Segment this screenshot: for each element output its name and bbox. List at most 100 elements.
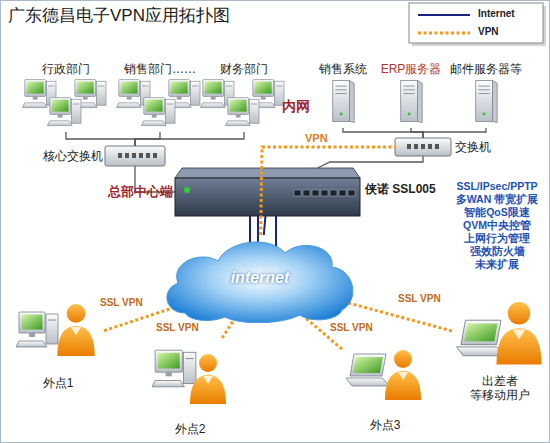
diagram-title: 广东德昌电子VPN应用拓扑图 [8,6,308,26]
node-label: 邮件服务器等 [446,62,526,76]
switch-device [153,153,157,158]
edge-label: SSL VPN [330,322,390,334]
server-icon [401,80,422,122]
switch-device [125,153,129,158]
node-label: 出差者 等移动用户 [452,374,548,403]
switch-device [132,153,136,158]
vpn-tunnel [222,321,233,338]
lan-link [135,132,244,146]
router-device [294,190,301,196]
edge-label: SSL VPN [156,322,216,334]
server: 邮件服务器等 [446,62,526,128]
router-device [330,190,337,196]
remote-site-icon [57,304,94,356]
switch-device [105,146,165,166]
remote-site-icon [385,350,421,400]
edge-label: SSL VPN [398,293,458,305]
feature-note: SSL/IPsec/PPTP [448,180,546,193]
internet-wire [275,216,277,250]
feature-note: 未来扩展 [448,258,546,271]
node-label: 核心交换机 [39,149,103,163]
legend-line-sample [418,14,470,16]
legend-label: Internet [478,8,542,20]
remote-site-icon [497,302,542,365]
router-device [348,190,355,196]
router-device [175,168,360,216]
internet-cloud: internet [160,235,360,323]
department-pc-group: 财务部门 [198,62,290,132]
branch-site: 外点3 [342,338,428,434]
edge-label: SSL VPN [100,297,160,309]
edge-label: VPN [305,132,365,145]
legend-label: VPN [478,26,542,38]
feature-note: 强效防火墙 [448,245,546,258]
router-device [175,178,360,216]
connectors [66,128,486,349]
lan-link [411,128,423,138]
node-label: 外点2 [148,422,232,436]
internet-link [264,216,266,235]
lan-link [318,156,424,168]
router-device [339,190,346,196]
remote-site-icon [190,354,226,404]
server-icon [333,80,354,122]
router-device [184,187,190,193]
feature-note: 上网行为管理 [448,232,546,245]
switch-device [146,153,150,158]
server-icon [476,80,497,122]
node-label: 销售部门…… [114,62,206,76]
remote-site-icon [346,354,390,386]
department-pc-group: 销售部门…… [114,62,206,132]
node-label: internet [160,268,360,287]
switch: 交换机 [395,138,451,156]
router-device [175,168,360,178]
switch-device [407,144,411,149]
switch-device [414,144,418,149]
node-label: 销售系统 [316,62,370,76]
pc-group-icon [47,98,81,126]
feature-note: 智能QoS限速 [448,206,546,219]
router-device [321,190,328,196]
server: ERP服务器 [378,62,444,128]
feature-note: QVM中央控管 [448,219,546,232]
router-device [303,190,310,196]
node-label: ERP服务器 [378,62,444,76]
router-device [312,190,319,196]
switch-device [395,138,451,156]
node-label: 外点3 [342,418,428,432]
department-pc-group: 行政部门 [20,62,112,132]
node-label: 侠诺 SSL005 [365,182,451,196]
feature-note: 多WAN 带宽扩展 [448,193,546,206]
core-switch: 核心交换机 [105,146,165,166]
vpn-router: 总部中心端侠诺 SSL005 [175,168,360,216]
lan-link [343,128,423,138]
branch-site: 外点1 [12,300,104,392]
node-label: 总部中心端 [101,184,173,200]
zone-label: 内网 [282,100,322,113]
switch-device [139,153,143,158]
legend-box [409,3,543,43]
node-label: 交换机 [455,140,505,154]
remote-site-icon [16,312,58,347]
switch-device [421,144,425,149]
pc-group-icon [225,98,259,126]
node-label: 外点1 [12,376,104,390]
switch-device [118,153,122,158]
remote-site-icon [152,350,196,387]
server-icon [333,80,497,122]
pc-group-icon [22,80,284,126]
switch-device [435,144,439,149]
lan-link [423,128,486,138]
branch-site: 外点2 [148,338,232,438]
switch-device [428,144,432,149]
lan-link [66,132,135,146]
mobile-user: 出差者 等移动用户 [452,284,548,404]
legend-box [409,3,546,46]
legend-line-sample [418,32,470,35]
pc-group-icon [141,98,175,126]
node-label: 财务部门 [198,62,290,76]
server: 销售系统 [316,62,370,128]
node-label: 行政部门 [20,62,112,76]
